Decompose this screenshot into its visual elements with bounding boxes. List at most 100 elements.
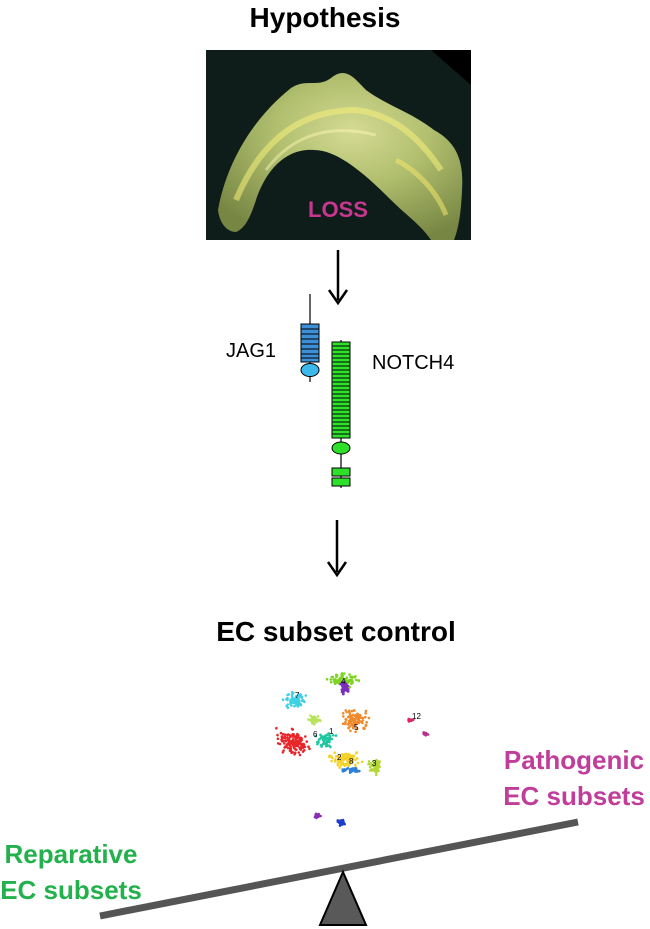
scatter-point xyxy=(362,726,365,730)
scatter-point xyxy=(361,719,364,722)
scatter-point xyxy=(344,762,347,766)
scatter-point xyxy=(338,766,341,769)
scatter-point xyxy=(304,735,307,738)
scatter-point xyxy=(341,722,345,725)
scatter-point xyxy=(360,716,363,719)
scatter-point xyxy=(308,747,311,751)
scatter-point xyxy=(333,682,337,686)
scatter-point xyxy=(341,674,344,678)
scatter-point xyxy=(289,735,292,739)
scatter-point xyxy=(354,758,357,762)
scatter-point xyxy=(314,815,318,819)
cluster-label: 4 xyxy=(341,677,346,686)
jag1-label: JAG1 xyxy=(226,340,277,362)
scatter-point xyxy=(424,734,428,737)
scatter-point xyxy=(375,764,379,768)
scatter-point xyxy=(344,768,347,772)
cluster-label: 7 xyxy=(295,691,300,700)
scatter-point xyxy=(364,715,367,719)
reparative-label: Reparative EC subsets xyxy=(0,836,142,908)
scatter-point xyxy=(350,675,354,678)
scatter-point xyxy=(323,741,326,744)
scatter-point xyxy=(275,726,278,730)
scatter-point xyxy=(340,756,344,760)
scatter-point xyxy=(303,745,307,749)
scatter-point xyxy=(318,719,322,723)
scatter-point xyxy=(350,770,353,773)
scatter-point xyxy=(305,740,309,743)
scatter-point xyxy=(353,676,356,679)
scatter-point xyxy=(355,752,358,755)
scatter-point xyxy=(347,719,351,723)
scatter-point xyxy=(290,697,294,701)
scatter-point xyxy=(331,675,335,679)
scatter-point xyxy=(300,738,303,742)
scatter-point xyxy=(276,737,280,740)
notch4-receptor xyxy=(331,340,351,488)
scatter-point xyxy=(348,711,351,715)
scatter-point xyxy=(290,734,294,737)
scatter-point xyxy=(347,709,351,713)
scatter-point xyxy=(354,730,357,734)
scatter-point xyxy=(286,742,289,746)
scatter-point xyxy=(340,688,344,692)
scatter-point xyxy=(339,764,342,767)
scatter-point xyxy=(299,695,303,698)
scatter-point xyxy=(311,715,314,719)
scatter-point xyxy=(331,734,335,737)
scatter-point xyxy=(339,677,342,680)
scatter-point xyxy=(329,745,332,749)
scatter-point xyxy=(328,736,331,739)
scatter-point xyxy=(328,740,331,744)
scatter-point xyxy=(280,740,284,743)
scatter-point xyxy=(330,759,333,763)
scatter-point xyxy=(348,673,351,676)
scatter-point xyxy=(351,680,354,684)
scatter-point xyxy=(335,673,338,677)
scatter-point xyxy=(322,739,325,742)
balance-seesaw xyxy=(99,818,579,926)
scatter-point xyxy=(347,764,350,767)
scatter-point xyxy=(319,733,322,737)
cluster-label: 3 xyxy=(372,759,377,768)
reparative-line-2: EC subsets xyxy=(0,875,142,905)
scatter-point xyxy=(377,760,380,763)
scatter-point xyxy=(281,698,285,701)
scatter-point xyxy=(311,720,315,724)
scatter-point xyxy=(351,726,355,730)
scatter-point xyxy=(283,735,287,739)
scatter-point xyxy=(350,709,354,713)
scatter-point xyxy=(345,689,349,692)
scatter-point xyxy=(345,676,349,679)
scatter-point xyxy=(286,703,289,706)
scatter-point xyxy=(344,722,347,726)
loss-label: LOSS xyxy=(308,197,368,222)
scatter-point xyxy=(289,742,292,745)
scatter-point xyxy=(307,745,310,748)
scatter-point xyxy=(300,745,303,748)
scatter-point xyxy=(343,753,346,756)
scatter-point xyxy=(342,715,345,718)
scatter-point xyxy=(351,767,355,770)
scatter-point xyxy=(295,736,298,740)
scatter-point xyxy=(325,736,328,740)
scatter-point xyxy=(298,736,302,740)
scatter-point xyxy=(288,744,291,747)
scatter-point xyxy=(355,716,358,719)
scatter-point xyxy=(276,742,280,745)
scatter-point xyxy=(355,770,359,773)
scatter-point xyxy=(292,745,296,749)
scatter-point xyxy=(330,755,333,758)
scatter-point xyxy=(303,749,306,752)
scatter-point xyxy=(298,742,302,746)
scatter-point xyxy=(342,757,345,761)
scatter-point xyxy=(340,819,344,822)
scatter-point xyxy=(295,748,298,751)
scatter-point xyxy=(296,744,299,747)
scatter-point xyxy=(302,743,306,746)
scatter-point xyxy=(328,755,331,759)
scatter-point xyxy=(290,727,294,731)
bone-photo: LOSS xyxy=(206,50,471,240)
notch4-label: NOTCH4 xyxy=(372,352,455,374)
scatter-point xyxy=(374,759,378,763)
